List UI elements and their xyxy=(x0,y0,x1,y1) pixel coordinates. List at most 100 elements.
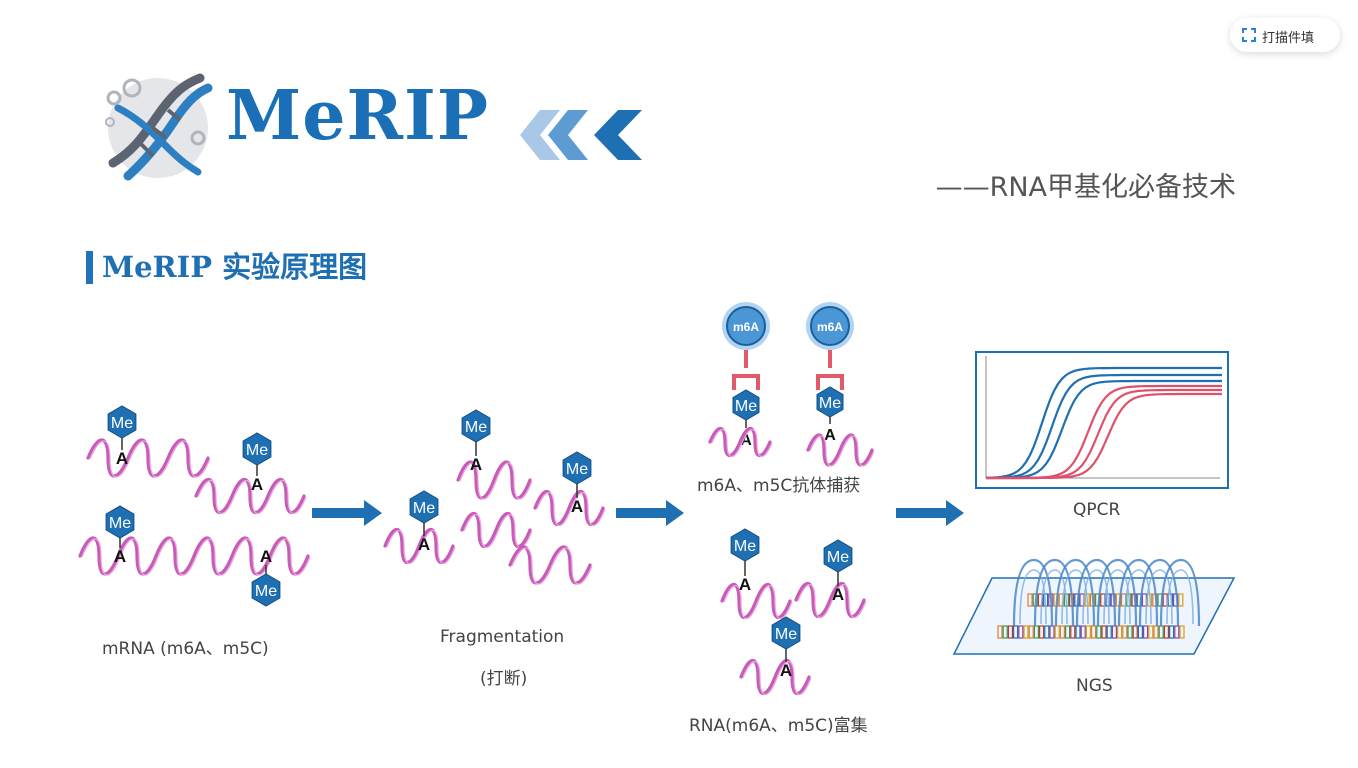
ngs-cluster-1-35 xyxy=(1179,625,1185,639)
fragment-marker-2-me-text: Me xyxy=(566,461,588,478)
caption-capture: m6A、m5C抗体捕获 xyxy=(697,476,861,496)
fragment-5-strand xyxy=(511,547,593,585)
capture-a-2: A xyxy=(824,427,836,444)
ngs-cluster-1-25 xyxy=(1127,625,1133,639)
arrow-3-head xyxy=(946,500,964,526)
mrna-marker-4-a: A xyxy=(260,547,272,566)
fragment-marker-1-a: A xyxy=(470,455,482,474)
capture-rna-1-strand xyxy=(711,428,773,458)
mrna-marker-1-me-text: Me xyxy=(111,415,133,432)
ngs-cluster-1-29 xyxy=(1148,625,1154,639)
fragment-1 xyxy=(456,460,532,500)
ngs-cluster-1-20 xyxy=(1101,625,1107,639)
fragment-4-strand xyxy=(463,513,533,549)
caption-mrna: mRNA (m6A、m5C) xyxy=(102,639,269,659)
ngs-cluster-1-3 xyxy=(1012,625,1019,639)
ngs-cluster-1-1 xyxy=(1002,625,1008,639)
logo-title: MeRIP xyxy=(226,76,489,156)
fragment-3-strand xyxy=(386,529,456,565)
ngs-cluster-1-11 xyxy=(1054,625,1060,639)
capture-rna-2-strand xyxy=(809,435,875,467)
fragment-marker-2-a: A xyxy=(571,497,583,516)
enriched-marker-2-a: A xyxy=(832,585,844,604)
mrna-marker-2-me-text: Me xyxy=(246,442,268,459)
ngs-bridge-4 xyxy=(1096,558,1138,627)
enriched-rna-1 xyxy=(720,582,792,620)
capture-me-1-text: Me xyxy=(735,398,757,415)
mrna-marker-3-me-text: Me xyxy=(109,515,131,532)
ngs-cluster-1-5 xyxy=(1023,625,1029,639)
fragment-marker-3-a: A xyxy=(418,535,430,554)
fragment-5 xyxy=(508,545,592,585)
ngs-cluster-1-16 xyxy=(1080,625,1086,639)
ngs-cluster-1-17 xyxy=(1085,625,1092,639)
section-title-latin: MeRIP xyxy=(102,250,213,284)
capture-rna-2 xyxy=(806,433,874,467)
ngs-bridge-5 xyxy=(1117,558,1159,627)
ngs-cluster-1-24 xyxy=(1122,625,1128,639)
antibody-2-label: m6A xyxy=(817,320,843,334)
qpcr-curve-red-3 xyxy=(986,392,1222,480)
caption-enrichment: RNA(m6A、m5C)富集 xyxy=(689,716,868,736)
fragment-2 xyxy=(533,489,605,527)
antibody-1-bead xyxy=(726,306,766,346)
mrna-marker-4-me xyxy=(251,573,281,607)
capture-rna-1 xyxy=(708,426,772,458)
arrow-1-head xyxy=(364,500,382,526)
ngs-cluster-1-13 xyxy=(1064,625,1071,639)
ngs-bridge-inner-4 xyxy=(1103,569,1131,625)
ngs-bridge-inner-7 xyxy=(1166,569,1194,625)
ngs-bridge-3 xyxy=(1075,558,1117,627)
ngs-bridge-inner-2 xyxy=(1061,569,1089,625)
rna-strand-1-strand xyxy=(89,440,211,478)
caption-fragmentation-cn: (打断) xyxy=(480,669,528,689)
enriched-rna-2 xyxy=(794,581,866,619)
ngs-bridge-inner-3 xyxy=(1082,569,1110,625)
mrna-marker-1-a: A xyxy=(116,449,128,468)
ngs-bridge-inner-1 xyxy=(1040,569,1068,625)
section-title: MeRIP 实验原理图 xyxy=(102,250,367,285)
antibody-1-label: m6A xyxy=(733,320,759,334)
ngs-cluster-1-28 xyxy=(1142,625,1149,639)
antibody-2-bead xyxy=(810,306,850,346)
qpcr-curve-blue-2 xyxy=(986,373,1222,479)
enriched-marker-1-me-text: Me xyxy=(734,538,756,555)
enriched-marker-3-a: A xyxy=(780,661,792,680)
rna-strand-1 xyxy=(86,438,210,478)
enriched-rna-2-strand xyxy=(797,583,867,619)
rna-strand-3-strand xyxy=(81,538,311,576)
ngs-cluster-1-9 xyxy=(1044,625,1050,639)
enriched-rna-3-strand xyxy=(742,660,812,696)
ngs-bridge-0 xyxy=(1012,558,1054,627)
fragment-1-strand xyxy=(459,462,533,500)
antibody-1-fork xyxy=(732,374,760,390)
qpcr-curve-blue-3 xyxy=(986,379,1222,480)
fragment-marker-3-me-text: Me xyxy=(413,500,435,517)
fragment-3 xyxy=(383,527,455,565)
ngs-bridge-7 xyxy=(1159,558,1201,627)
ngs-bridge-6 xyxy=(1138,558,1180,627)
caption-fragmentation: Fragmentation xyxy=(440,627,565,647)
arrow-3-shaft xyxy=(896,508,948,518)
fragment-4 xyxy=(460,511,532,549)
fragment-2-strand xyxy=(536,491,606,527)
mrna-marker-3-a: A xyxy=(114,547,126,566)
enriched-rna-1-strand xyxy=(723,584,793,620)
subtitle: ——RNA甲基化必备技术 xyxy=(935,172,1236,203)
ngs-cluster-0-29 xyxy=(1178,593,1184,607)
ngs-cluster-1-21 xyxy=(1106,625,1112,639)
scan-icon xyxy=(1242,28,1256,42)
ngs-cluster-1-7 xyxy=(1033,625,1040,639)
floating-button-label: 打描件填 xyxy=(1262,31,1315,46)
ngs-bridge-1 xyxy=(1033,558,1075,627)
ngs-bridge-inner-6 xyxy=(1145,569,1173,625)
qpcr-curve-blue-1 xyxy=(985,366,1222,479)
floating-scan-button[interactable]: 打描件填 xyxy=(1230,18,1340,52)
ngs-cluster-1-32 xyxy=(1163,625,1170,639)
section-title-cn: 实验原理图 xyxy=(222,250,368,284)
arrow-1-shaft xyxy=(312,508,366,518)
caption-ngs: NGS xyxy=(1076,676,1113,696)
ngs-cluster-1-2 xyxy=(1007,625,1014,639)
ngs-bridge-inner-0 xyxy=(1019,569,1047,625)
